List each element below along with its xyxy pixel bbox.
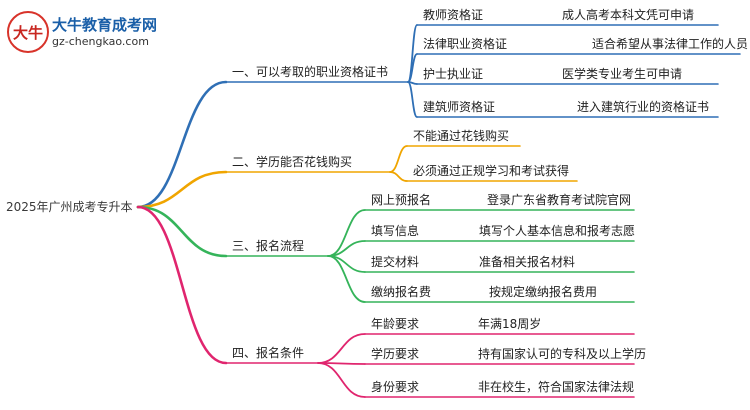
branch-connector	[136, 205, 228, 365]
leaf-label: 身份要求	[371, 379, 419, 394]
leaf-note: 适合希望从事法律工作的人员	[592, 36, 748, 51]
branch-connector	[136, 170, 228, 209]
leaf-label: 年龄要求	[371, 317, 419, 331]
leaf-note: 登录广东省教育考试院官网	[487, 192, 631, 207]
branch-label: 二、学历能否花钱购买	[232, 154, 352, 169]
leaf-label: 建筑师资格证	[423, 99, 495, 114]
leaf-connector	[317, 362, 366, 398]
brand-title: 大牛教育成考网	[52, 16, 158, 34]
leaf-label: 学历要求	[371, 346, 419, 361]
leaf-connector	[389, 145, 408, 173]
leaf-note: 持有国家认可的专科及以上学历	[478, 346, 646, 361]
leaf-connector	[389, 171, 408, 182]
branch-label: 三、报名流程	[232, 238, 304, 253]
leaf-note: 成人高考本科文凭可申请	[562, 7, 694, 22]
brand-url: gz-chengkao.com	[52, 35, 149, 48]
leaf-note: 年满18周岁	[478, 316, 541, 331]
leaf-note: 医学类专业考生可申请	[562, 66, 682, 81]
leaf-connector	[327, 255, 366, 303]
branch-label: 四、报名条件	[232, 345, 304, 360]
leaf-label: 填写信息	[371, 223, 419, 238]
brand-mark-icon: 大牛	[7, 11, 49, 53]
leaf-label: 必须通过正规学习和考试获得	[413, 163, 569, 178]
leaf-note: 填写个人基本信息和报考志愿	[479, 223, 635, 238]
leaf-note: 按规定缴纳报名费用	[489, 284, 597, 299]
branch-connector	[136, 80, 228, 209]
leaf-note: 非在校生，符合国家法律法规	[478, 379, 634, 394]
branch-connector	[136, 205, 228, 258]
leaf-connector	[407, 81, 418, 118]
leaf-label: 网上预报名	[371, 192, 431, 207]
leaf-label: 不能通过花钱购买	[413, 128, 509, 143]
leaf-label: 提交材料	[371, 254, 419, 269]
leaf-label: 护士执业证	[423, 67, 483, 81]
svg-text:大牛: 大牛	[13, 24, 43, 42]
leaf-label: 缴纳报名费	[371, 284, 431, 299]
leaf-note: 准备相关报名材料	[479, 254, 575, 269]
leaf-connector	[317, 333, 366, 364]
brand-logo: 大牛 大牛教育成考网 gz-chengkao.com	[6, 10, 186, 54]
leaf-label: 法律职业资格证	[423, 36, 507, 51]
leaf-connector	[407, 24, 418, 83]
leaf-label: 教师资格证	[423, 7, 483, 22]
branch-label: 一、可以考取的职业资格证书	[232, 64, 388, 79]
root-node-label: 2025年广州成考专升本	[6, 199, 133, 214]
leaf-note: 进入建筑行业的资格证书	[577, 99, 709, 114]
